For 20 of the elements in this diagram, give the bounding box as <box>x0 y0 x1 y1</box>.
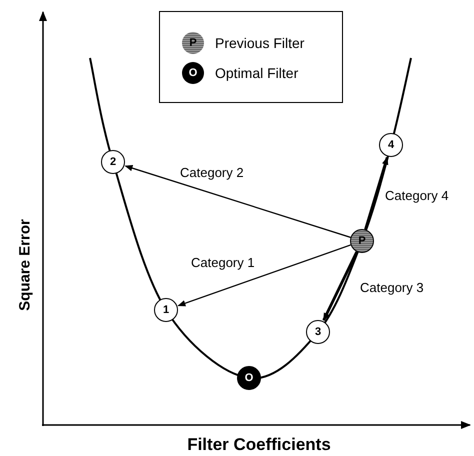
optimal-filter-marker: O <box>237 366 261 390</box>
edge-label: Category 4 <box>383 188 451 203</box>
edge-label: Category 2 <box>178 165 246 180</box>
edge-label: Category 1 <box>189 255 257 270</box>
arrow <box>178 244 351 306</box>
previous-filter-marker: P <box>182 32 204 54</box>
point-marker: 2 <box>101 150 125 174</box>
edge-label: Category 3 <box>358 280 426 295</box>
legend-label: Previous Filter <box>215 35 304 51</box>
arrow <box>124 165 351 238</box>
point-marker: 4 <box>379 133 403 157</box>
point-marker: 3 <box>306 320 330 344</box>
arrow <box>322 251 358 322</box>
previous-filter-marker: P <box>350 229 374 253</box>
axis-title: Square Error <box>16 219 34 311</box>
arrow <box>364 156 389 230</box>
point-marker: 1 <box>154 298 178 322</box>
legend-label: Optimal Filter <box>215 65 298 81</box>
optimal-filter-marker: O <box>182 62 204 84</box>
axis-title: Filter Coefficients <box>187 435 331 455</box>
